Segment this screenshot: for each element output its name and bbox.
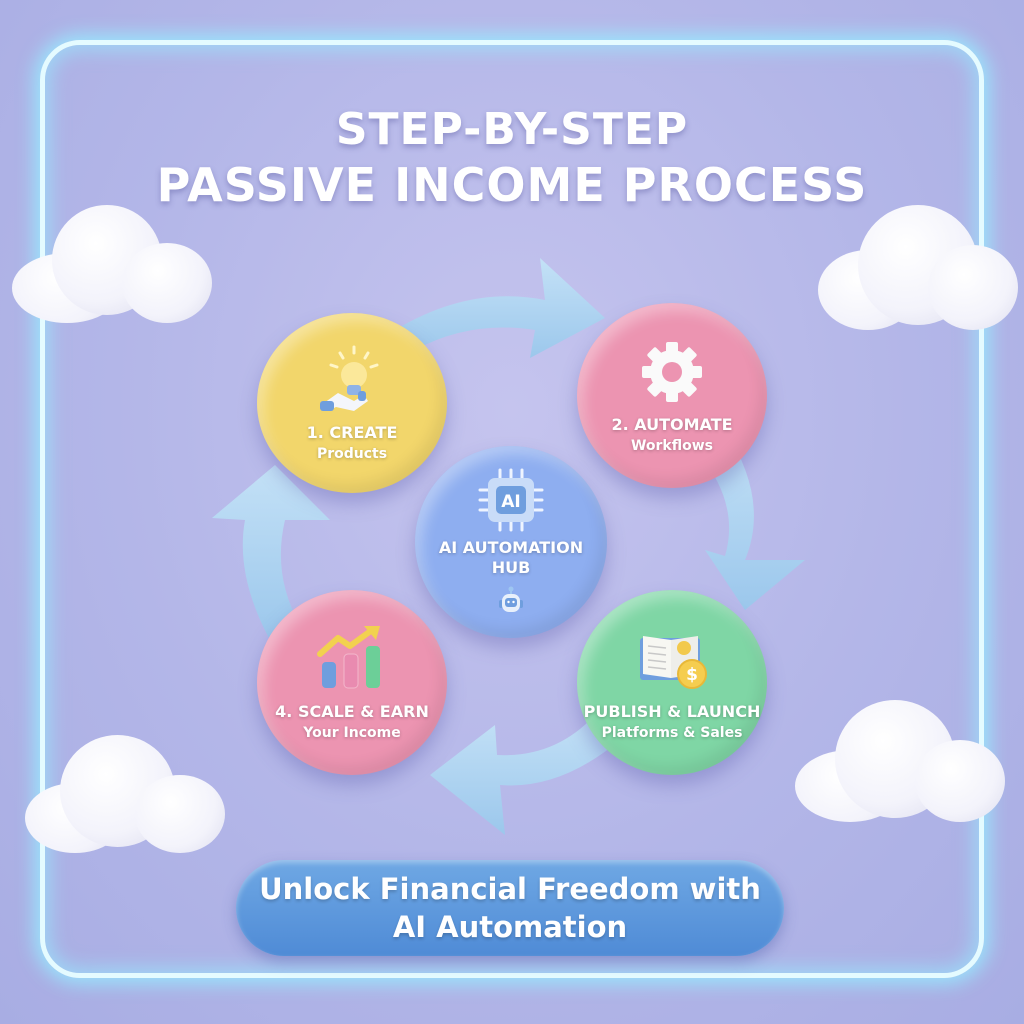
step-publish-label: PUBLISH & LAUNCH [583, 702, 761, 721]
title-line-1: STEP-BY-STEP [335, 104, 689, 155]
glowing-frame [40, 40, 984, 978]
step-automate-label: 2. AUTOMATE [611, 415, 733, 434]
title-line-2: PASSIVE INCOME PROCESS [156, 158, 868, 212]
step-publish-sub: Platforms & Sales [601, 725, 743, 741]
step-scale: 4. SCALE & EARN Your Income [257, 590, 447, 775]
step-publish: $ PUBLISH & LAUNCH Platforms & Sales [577, 590, 767, 775]
cta-line-2: AI Automation [392, 910, 628, 944]
cta-banner[interactable]: Unlock Financial Freedom with AI Automat… [236, 860, 784, 956]
step-create: 1. CREATE Products [257, 313, 447, 493]
step-automate: 2. AUTOMATE Workflows [577, 303, 767, 488]
hub-label: AI AUTOMATION HUB [438, 538, 584, 577]
ai-automation-hub: AI AI AUTOMATION HUB [415, 446, 607, 638]
cloud-bottom-right [795, 700, 1005, 822]
ai-chip-text: AI [501, 492, 520, 512]
cta-line-1: Unlock Financial Freedom with [259, 872, 761, 906]
step-create-sub: Products [316, 445, 388, 462]
growth-chart-icon [317, 626, 380, 689]
svg-text:$: $ [686, 665, 698, 685]
cloud-bottom-left [25, 735, 225, 853]
lightbulb-hand-icon [320, 345, 379, 411]
ai-chip-icon: AI [478, 468, 544, 532]
robot-icon [499, 586, 523, 612]
gear-icon [642, 342, 702, 402]
step-automate-sub: Workflows [630, 438, 714, 454]
step-create-label: 1. CREATE [306, 422, 398, 442]
step-scale-label: 4. SCALE & EARN [275, 702, 429, 721]
step-scale-sub: Your Income [303, 725, 401, 741]
cloud-top-left [12, 205, 212, 325]
book-dollar-icon: $ [640, 636, 707, 689]
cloud-top-right [818, 205, 1018, 330]
